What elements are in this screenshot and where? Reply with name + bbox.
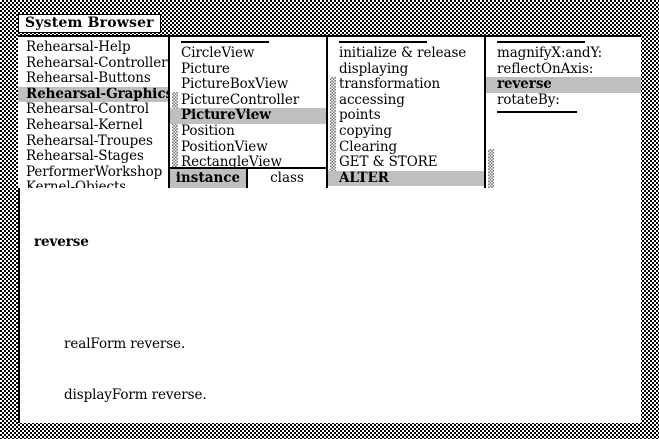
list-item-system-category[interactable]: Rehearsal-Control: [26, 101, 149, 118]
message-category-pane[interactable]: initialize & release displaying transfor…: [326, 37, 484, 188]
list-item-system-category[interactable]: Rehearsal-Controllers: [26, 54, 168, 71]
message-pane-scrollbar[interactable]: [488, 149, 494, 188]
list-item-message[interactable]: rotateBy:: [497, 91, 560, 108]
list-item-message-category[interactable]: displaying: [339, 60, 409, 77]
list-item-system-category-selected[interactable]: Rehearsal-Graphics: [18, 86, 168, 103]
system-category-pane[interactable]: Rehearsal-Help Rehearsal-Controllers Reh…: [18, 37, 168, 188]
list-item-message-category[interactable]: points: [339, 107, 381, 124]
list-item-message-category[interactable]: transformation: [339, 76, 441, 93]
instance-toggle-button[interactable]: instance: [170, 169, 248, 188]
list-item-message-category[interactable]: copying: [339, 122, 392, 139]
class-toggle-button[interactable]: class: [248, 169, 326, 188]
list-item-class[interactable]: PictureController: [181, 91, 300, 108]
system-browser-window: System Browser Rehearsal-Help Rehearsal-…: [18, 14, 641, 439]
list-item-system-category[interactable]: Rehearsal-Buttons: [26, 70, 151, 87]
list-item-message-category-selected[interactable]: ALTER: [328, 170, 484, 187]
class-pane-scrollbar[interactable]: [172, 92, 178, 188]
message-list[interactable]: magnifyX:andY: reflectOnAxis: reverse ro…: [486, 37, 641, 117]
list-item-message-category[interactable]: Clearing: [339, 138, 397, 155]
list-item-system-category[interactable]: PerformerWorkshop: [26, 163, 163, 180]
message-pane[interactable]: magnifyX:andY: reflectOnAxis: reverse ro…: [484, 37, 641, 188]
list-item-message[interactable]: reflectOnAxis:: [497, 60, 594, 77]
window-title-bar[interactable]: System Browser: [18, 14, 641, 35]
list-item-class[interactable]: Position: [181, 122, 235, 139]
list-item-message-category[interactable]: initialize & release: [339, 45, 467, 61]
list-item-system-category[interactable]: Kernel-Objects: [26, 179, 127, 188]
list-item-class[interactable]: RectangleView: [181, 154, 282, 171]
code-line: realForm reverse.: [64, 336, 186, 352]
instance-class-toggle[interactable]: instance class: [170, 167, 326, 188]
list-item-system-category[interactable]: Rehearsal-Kernel: [26, 116, 143, 133]
list-item-class[interactable]: PictureBoxView: [181, 76, 289, 93]
message-category-list[interactable]: initialize & release displaying transfor…: [328, 37, 484, 187]
code-line: displayForm reverse.: [64, 387, 207, 403]
list-item-message-category[interactable]: accessing: [339, 91, 405, 108]
browser-pane-row: Rehearsal-Help Rehearsal-Controllers Reh…: [18, 35, 641, 188]
message-list-bottom-rule: [497, 111, 577, 114]
message-category-list-top-rule: [339, 41, 427, 43]
list-item-class[interactable]: CircleView: [181, 45, 255, 61]
list-item-message-selected[interactable]: reverse: [486, 77, 641, 93]
list-item-system-category[interactable]: Rehearsal-Stages: [26, 148, 144, 165]
system-category-list[interactable]: Rehearsal-Help Rehearsal-Controllers Reh…: [18, 37, 168, 188]
message-category-pane-scrollbar[interactable]: [330, 77, 336, 177]
class-list-top-rule: [181, 41, 269, 43]
code-pane[interactable]: reverse realForm reverse. displayForm re…: [18, 188, 641, 439]
code-method-selector: reverse: [34, 234, 89, 250]
message-list-top-rule: [497, 41, 585, 43]
list-item-message-category[interactable]: GET & STORE: [339, 154, 438, 171]
window-title[interactable]: System Browser: [18, 14, 161, 33]
list-item-system-category[interactable]: Rehearsal-Help: [26, 39, 131, 55]
list-item-class[interactable]: PositionView: [181, 138, 268, 155]
list-item-class-selected[interactable]: PictureView: [170, 108, 326, 124]
code-method-body: realForm reverse. displayForm reverse. s…: [34, 302, 641, 439]
list-item-system-category[interactable]: Rehearsal-Troupes: [26, 132, 153, 149]
class-pane[interactable]: CircleView Picture PictureBoxView Pictur…: [168, 37, 326, 188]
class-list[interactable]: CircleView Picture PictureBoxView Pictur…: [170, 37, 326, 171]
code-text[interactable]: reverse realForm reverse. displayForm re…: [20, 188, 641, 439]
list-item-message[interactable]: magnifyX:andY:: [497, 45, 603, 61]
list-item-class[interactable]: Picture: [181, 60, 230, 77]
